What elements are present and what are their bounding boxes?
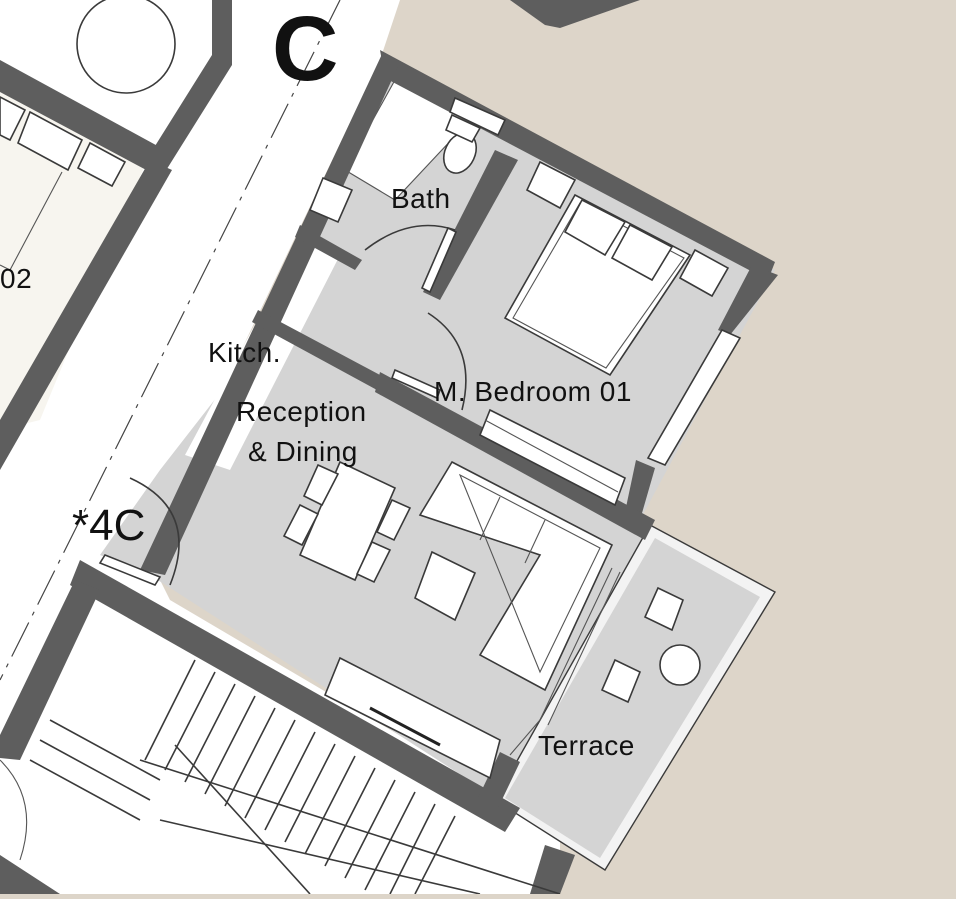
unit-number-label: *4C (72, 501, 145, 550)
sofa-cushion-line-2 (524, 519, 546, 564)
staircase (29, 659, 561, 895)
wall-bottom-corner (530, 845, 575, 894)
terrace-chair-2 (600, 658, 642, 704)
sofa-cushion-line-1 (479, 496, 501, 541)
room-label-kitchen: Kitch. (208, 337, 281, 368)
room-label-bath: Bath (391, 183, 451, 214)
dining-chair-1 (302, 463, 340, 507)
terrace-door-line-2 (547, 571, 621, 726)
wall-bottom-right (478, 752, 520, 808)
room-label-reception: Reception (236, 396, 367, 427)
sofa (418, 460, 614, 692)
coffee-table (414, 550, 477, 622)
toilet-tank (444, 113, 482, 144)
terrace-door-line (509, 567, 613, 756)
wall-top (380, 50, 775, 280)
tv-unit (323, 656, 501, 780)
room-label-master-bedroom: M. Bedroom 01 (434, 376, 632, 407)
wall-bottom (70, 560, 520, 832)
tv (369, 706, 441, 747)
wall-bath-bedroom (423, 150, 518, 300)
wall-bedroom-bottom (375, 372, 655, 540)
nightstand-2 (678, 248, 730, 298)
neighbor-room-label: 02 (0, 263, 32, 294)
bath-tub (345, 80, 470, 200)
bath-door (420, 226, 458, 294)
bedroom-window (646, 328, 742, 467)
sofa-inner (458, 473, 601, 674)
wall-bath-bottom (295, 225, 362, 270)
neighbor-bed-pillow (0, 96, 27, 142)
bedroom-door-swing (427, 312, 467, 411)
room-label-dining: & Dining (248, 436, 358, 467)
bath-door-swing (364, 224, 456, 251)
entrance-door (98, 554, 162, 586)
corridor-centerline (0, 0, 341, 681)
wardrobe-line (484, 419, 619, 493)
wall-bottom-left (0, 855, 60, 894)
neighbor-bed-edge (0, 171, 63, 271)
dining-chair-3 (375, 498, 412, 542)
neighbor-wall-corner (145, 0, 232, 172)
neighbor-wall-right (0, 160, 172, 470)
dining-chair-4 (355, 540, 392, 584)
stair-door-swing (0, 759, 28, 861)
bath-window (449, 96, 507, 137)
bedroom-door (390, 368, 442, 400)
terrace-floor (505, 538, 760, 858)
wall-top-structure (510, 0, 640, 28)
round-table (76, 0, 176, 94)
block-label: C (272, 0, 338, 100)
bed-pillow-1 (563, 198, 627, 257)
terrace-chair-1 (643, 586, 685, 632)
wall-bedroom-right (625, 460, 655, 520)
bed-pillow-2 (610, 223, 674, 282)
wall-stair-left (0, 580, 100, 760)
dining-chair-2 (282, 503, 320, 547)
sink (308, 176, 354, 224)
neighbor-nightstand (76, 141, 127, 188)
wall-kitchen (252, 310, 380, 390)
neighbor-wall-top (0, 60, 165, 172)
wall-right-corner (718, 265, 778, 335)
room-label-terrace: Terrace (538, 730, 635, 761)
wardrobe (478, 408, 626, 507)
terrace-table (659, 644, 701, 686)
nightstand-1 (525, 160, 577, 210)
neighbor-bed-pillow-2 (16, 110, 84, 172)
entrance-door-swing (129, 477, 180, 586)
